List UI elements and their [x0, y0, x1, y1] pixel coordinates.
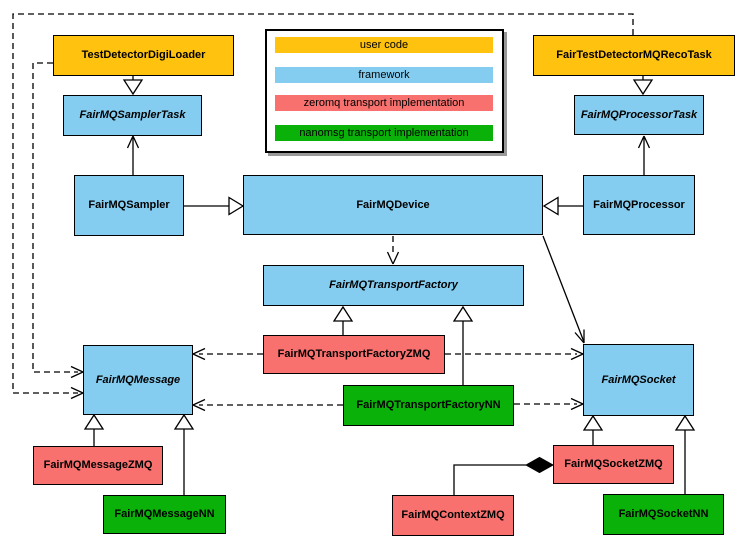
class-box-fairmqsocketzmq: FairMQSocketZMQ [553, 445, 674, 484]
edge-factoryzmq-creates-socket [445, 347, 584, 361]
class-label: FairMQMessageNN [114, 508, 215, 521]
legend-item-zeromq: zeromq transport implementation [275, 95, 493, 111]
edge-sampler-extends-device [184, 196, 245, 216]
class-label: FairMQSamplerTask [79, 109, 186, 122]
class-box-fairmqtransportfactory: FairMQTransportFactory [263, 265, 524, 306]
edge-factorynn-creates-message [192, 398, 343, 412]
class-box-fairmqprocessor: FairMQProcessor [583, 175, 695, 235]
class-box-fairmqprocessortask: FairMQProcessorTask [574, 95, 704, 135]
class-label: FairMQSampler [88, 199, 170, 212]
edge-digiloader-uses-message [32, 62, 84, 379]
legend-label: framework [358, 69, 410, 81]
legend-label: nanomsg transport implementation [299, 127, 469, 139]
legend-item-nanomsg: nanomsg transport implementation [275, 125, 493, 141]
class-label: FairMQProcessorTask [580, 108, 698, 121]
class-box-fairmqmessagezmq: FairMQMessageZMQ [33, 446, 163, 485]
edge-recotask-extends-processortask [632, 76, 654, 96]
edge-recotask-uses-message [12, 13, 634, 400]
legend-box: user code framework zeromq transport imp… [265, 29, 504, 153]
class-box-fairmqtransportfactoryzmq: FairMQTransportFactoryZMQ [263, 335, 445, 374]
class-label: FairMQTransportFactoryZMQ [277, 348, 431, 361]
class-box-fairmqtransportfactorynn: FairMQTransportFactoryNN [343, 385, 514, 426]
class-box-testdetectordigiloader: TestDetectorDigiLoader [53, 35, 234, 76]
legend-label: user code [359, 39, 409, 51]
class-box-fairmqsocket: FairMQSocket [583, 344, 694, 416]
class-box-fairmqsocketnn: FairMQSocketNN [603, 494, 724, 535]
class-label: FairMQProcessor [593, 198, 685, 211]
edge-messagenn-extends-message [173, 413, 195, 495]
edge-processor-uses-processortask [637, 135, 651, 175]
edge-factorynn-extends-transportfactory [452, 305, 474, 385]
edge-factoryzmq-extends-transportfactory [332, 305, 354, 335]
edge-factorynn-creates-socket [514, 397, 584, 411]
edge-digiloader-extends-samplertask [122, 76, 144, 96]
edge-messagezmq-extends-message [83, 413, 105, 446]
class-label: FairMQSocketNN [618, 508, 709, 521]
legend-item-user-code: user code [275, 37, 493, 53]
edge-sampler-uses-samplertask [126, 135, 140, 175]
edge-socketzmq-owns-contextzmq [453, 456, 555, 495]
class-label: FairMQDevice [356, 198, 430, 211]
class-label: FairMQMessage [95, 373, 181, 386]
class-label: FairMQTransportFactoryNN [356, 399, 501, 412]
edge-processor-extends-device [542, 196, 583, 216]
class-box-fairmqcontextzmq: FairMQContextZMQ [392, 495, 514, 536]
class-label: FairMQContextZMQ [401, 509, 505, 522]
class-box-fairmqdevice: FairMQDevice [243, 175, 543, 235]
class-box-fairmqmessage: FairMQMessage [83, 345, 193, 415]
class-box-fairtestdetectormqrecotask: FairTestDetectorMQRecoTask [533, 35, 735, 76]
class-box-fairmqmessagenn: FairMQMessageNN [103, 495, 226, 534]
class-box-fairmqsampler: FairMQSampler [74, 175, 184, 236]
edge-device-uses-transportfactory [386, 236, 400, 265]
edge-socketnn-extends-socket [674, 414, 696, 494]
edge-device-uses-socket [542, 235, 585, 344]
class-label: TestDetectorDigiLoader [81, 49, 206, 62]
legend-label: zeromq transport implementation [303, 97, 465, 109]
legend-item-framework: framework [275, 67, 493, 83]
edge-factoryzmq-creates-message [192, 347, 263, 361]
edge-socketzmq-extends-socket [582, 414, 604, 445]
class-box-fairmqsamplertask: FairMQSamplerTask [63, 95, 202, 136]
class-label: FairMQMessageZMQ [43, 459, 153, 472]
class-label: FairMQTransportFactory [329, 279, 458, 292]
class-label: FairTestDetectorMQRecoTask [556, 49, 712, 62]
class-label: FairMQSocketZMQ [564, 458, 663, 471]
class-label: FairMQSocket [601, 373, 676, 386]
